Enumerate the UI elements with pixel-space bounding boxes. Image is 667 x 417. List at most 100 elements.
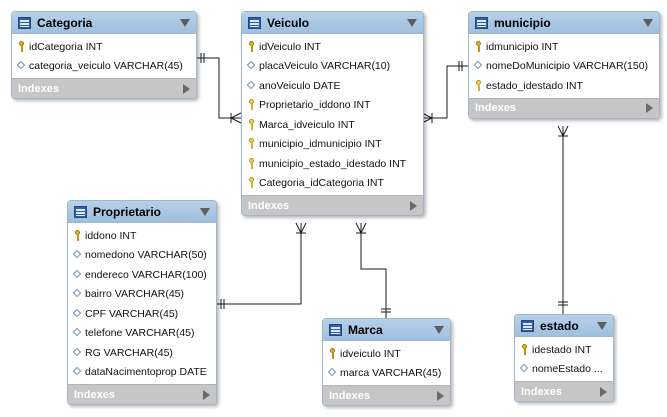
column-row[interactable]: Proprietario_iddono INT bbox=[242, 96, 423, 116]
table-header[interactable]: Marca bbox=[323, 319, 450, 341]
table-estado[interactable]: estado idestado INT nomeEstado ... Index… bbox=[514, 314, 614, 402]
expand-arrow-icon[interactable] bbox=[203, 389, 210, 400]
column-row[interactable]: idmunicipio INT bbox=[469, 37, 659, 57]
column-label: municipio_idmunicipio INT bbox=[259, 138, 382, 151]
column-row[interactable]: placaVeiculo VARCHAR(10) bbox=[242, 57, 423, 77]
cardinality-one-mark bbox=[381, 308, 391, 313]
attribute-diamond-icon bbox=[73, 308, 82, 320]
expand-arrow-icon[interactable] bbox=[410, 200, 417, 211]
primary-key-icon bbox=[17, 40, 26, 53]
indexes-label: Indexes bbox=[248, 199, 289, 212]
table-icon bbox=[74, 205, 87, 218]
table-title: Marca bbox=[348, 322, 383, 337]
column-row[interactable]: municipio_idmunicipio INT bbox=[242, 135, 423, 155]
column-label: CPF VARCHAR(45) bbox=[85, 307, 179, 320]
expand-arrow-icon[interactable] bbox=[646, 103, 653, 113]
column-row[interactable]: endereco VARCHAR(100) bbox=[68, 265, 216, 285]
table-title: municipio bbox=[494, 15, 551, 30]
column-row[interactable]: idVeiculo INT bbox=[242, 37, 423, 57]
table-header[interactable]: Categoria bbox=[12, 12, 196, 34]
column-row[interactable]: bairro VARCHAR(45) bbox=[68, 285, 216, 305]
primary-key-icon bbox=[73, 229, 82, 242]
indexes-section[interactable]: Indexes bbox=[12, 78, 196, 98]
column-row[interactable]: iddono INT bbox=[68, 226, 216, 246]
foreign-key-icon bbox=[247, 99, 256, 111]
attribute-diamond-icon bbox=[73, 347, 82, 359]
expand-arrow-icon[interactable] bbox=[600, 386, 607, 397]
foreign-key-icon bbox=[247, 118, 256, 131]
column-row[interactable]: categoria_veiculo VARCHAR(45) bbox=[12, 57, 196, 77]
attribute-diamond-icon bbox=[520, 363, 529, 375]
column-row[interactable]: marca VARCHAR(45) bbox=[323, 364, 450, 384]
column-label: nomeEstado ... bbox=[532, 363, 603, 376]
indexes-section[interactable]: Indexes bbox=[68, 384, 216, 404]
column-row[interactable]: anoVeiculo DATE bbox=[242, 76, 423, 96]
indexes-section[interactable]: Indexes bbox=[242, 195, 423, 215]
column-row[interactable]: CPF VARCHAR(45) bbox=[68, 304, 216, 324]
indexes-section[interactable]: Indexes bbox=[515, 381, 613, 401]
cardinality-one-mark bbox=[220, 299, 225, 309]
relationship-municipio-veiculo bbox=[422, 65, 468, 119]
indexes-section[interactable]: Indexes bbox=[323, 385, 450, 405]
column-row[interactable]: RG VARCHAR(45) bbox=[68, 343, 216, 363]
column-row[interactable]: nomedono VARCHAR(50) bbox=[68, 246, 216, 266]
attribute-diamond-icon bbox=[247, 80, 256, 92]
table-icon bbox=[329, 323, 342, 336]
table-municipio[interactable]: municipio idmunicipio INT nomeDoMunicipi… bbox=[468, 11, 660, 119]
collapse-caret-icon[interactable] bbox=[597, 321, 607, 330]
table-title: Proprietario bbox=[93, 204, 162, 219]
relationship-categoria-veiculo bbox=[195, 57, 241, 119]
column-list: idestado INT nomeEstado ... bbox=[515, 337, 613, 381]
collapse-caret-icon[interactable] bbox=[643, 18, 653, 27]
column-row[interactable]: nomeDoMunicipio VARCHAR(150) bbox=[469, 57, 659, 77]
column-row[interactable]: municipio_estado_idestado INT bbox=[242, 154, 423, 174]
table-icon bbox=[521, 319, 534, 332]
table-proprietario[interactable]: Proprietario iddono INT nomedono VARCHAR… bbox=[67, 200, 217, 405]
column-row[interactable]: dataNacimentoprop DATE bbox=[68, 363, 216, 383]
foreign-key-icon bbox=[247, 138, 256, 150]
column-row[interactable]: Categoria_idCategoria INT bbox=[242, 174, 423, 194]
column-label: endereco VARCHAR(100) bbox=[85, 268, 207, 281]
column-label: marca VARCHAR(45) bbox=[340, 367, 442, 380]
indexes-label: Indexes bbox=[475, 102, 516, 114]
foreign-key-icon bbox=[247, 157, 256, 170]
column-label: iddono INT bbox=[85, 229, 137, 242]
column-list: idVeiculo INT placaVeiculo VARCHAR(10) a… bbox=[242, 34, 423, 195]
table-header[interactable]: municipio bbox=[469, 12, 659, 34]
column-row[interactable]: estado_idestado INT bbox=[469, 76, 659, 96]
table-categoria[interactable]: Categoria idCategoria INT categoria_veic… bbox=[11, 11, 197, 99]
column-row[interactable]: telefone VARCHAR(45) bbox=[68, 324, 216, 344]
column-row[interactable]: idCategoria INT bbox=[12, 37, 196, 57]
attribute-diamond-icon bbox=[17, 60, 26, 72]
cardinality-many-mark bbox=[557, 125, 569, 138]
column-label: Marca_idveiculo INT bbox=[259, 118, 355, 131]
table-title: Categoria bbox=[37, 15, 93, 30]
column-label: idveiculo INT bbox=[340, 347, 401, 360]
table-header[interactable]: estado bbox=[515, 315, 613, 337]
table-veiculo[interactable]: Veiculo idVeiculo INT placaVeiculo VARCH… bbox=[241, 11, 424, 216]
column-label: idCategoria INT bbox=[29, 40, 103, 53]
column-row[interactable]: idestado INT bbox=[515, 340, 613, 360]
cardinality-many-mark bbox=[421, 112, 434, 124]
primary-key-icon bbox=[247, 40, 256, 53]
collapse-caret-icon[interactable] bbox=[180, 18, 190, 27]
column-list: idveiculo INT marca VARCHAR(45) bbox=[323, 341, 450, 385]
column-label: anoVeiculo DATE bbox=[259, 79, 341, 92]
collapse-caret-icon[interactable] bbox=[434, 325, 444, 334]
column-row[interactable]: nomeEstado ... bbox=[515, 360, 613, 380]
collapse-caret-icon[interactable] bbox=[407, 18, 417, 27]
expand-arrow-icon[interactable] bbox=[437, 390, 444, 401]
cardinality-many-mark bbox=[295, 222, 307, 235]
indexes-section[interactable]: Indexes bbox=[469, 97, 659, 118]
table-title: Veiculo bbox=[267, 15, 310, 30]
table-header[interactable]: Veiculo bbox=[242, 12, 423, 34]
expand-arrow-icon[interactable] bbox=[183, 83, 190, 94]
collapse-caret-icon[interactable] bbox=[200, 207, 210, 216]
indexes-label: Indexes bbox=[521, 385, 562, 398]
column-row[interactable]: Marca_idveiculo INT bbox=[242, 115, 423, 135]
table-title: estado bbox=[540, 318, 579, 333]
column-row[interactable]: idveiculo INT bbox=[323, 344, 450, 364]
table-marca[interactable]: Marca idveiculo INT marca VARCHAR(45) In… bbox=[322, 318, 451, 406]
table-header[interactable]: Proprietario bbox=[68, 201, 216, 223]
